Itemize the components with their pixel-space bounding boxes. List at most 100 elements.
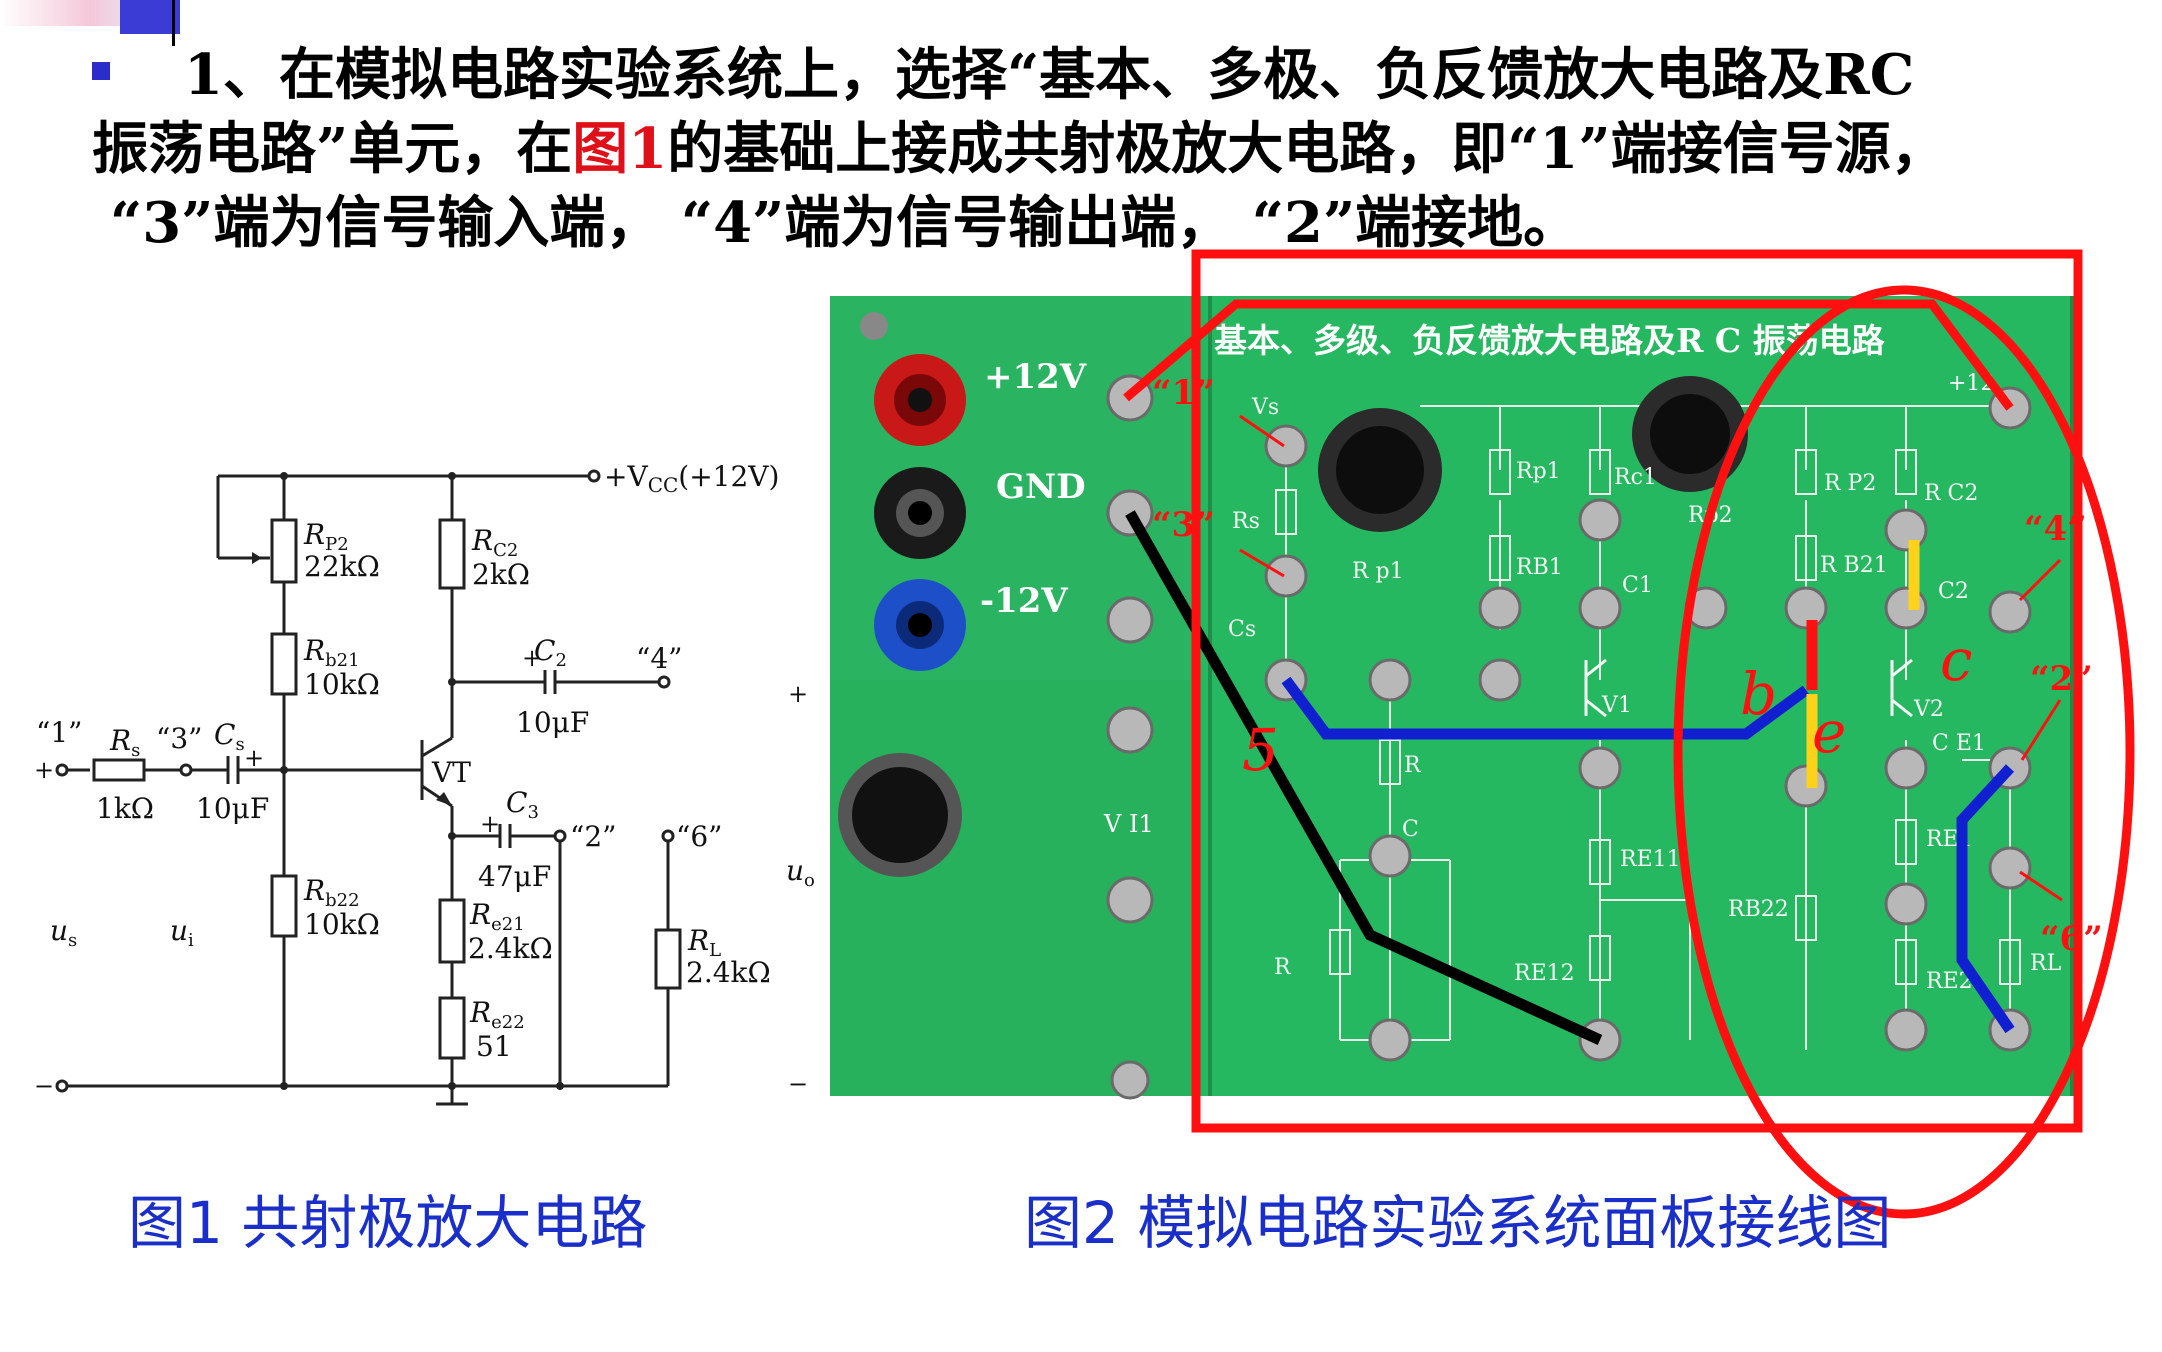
svg-text:-12V: -12V [980, 581, 1068, 621]
svg-text:−: − [34, 1072, 54, 1100]
figure-ref: 图1 [572, 116, 668, 182]
svg-text:Re22: Re22 [469, 996, 525, 1033]
svg-text:2.4kΩ: 2.4kΩ [686, 956, 771, 989]
resistor-rs [92, 758, 146, 782]
svg-text:R B21: R B21 [1820, 553, 1888, 578]
svg-text:Rc1: Rc1 [1614, 465, 1657, 490]
terminal-sockets [1106, 374, 2032, 1100]
svg-text:“3”: “3” [156, 722, 202, 755]
svg-text:10μF: 10μF [196, 792, 269, 825]
svg-text:10kΩ: 10kΩ [304, 908, 380, 941]
svg-text:V1: V1 [1601, 693, 1632, 718]
svg-text:RB1: RB1 [1516, 555, 1563, 580]
svg-text:1kΩ: 1kΩ [96, 792, 154, 825]
svg-text:C1: C1 [1622, 573, 1653, 598]
resistor-rc2 [438, 518, 466, 590]
wire-black [1125, 510, 1603, 1046]
svg-text:“4”: “4” [2024, 509, 2087, 549]
svg-text:2kΩ: 2kΩ [472, 558, 530, 591]
svg-text:“4”: “4” [636, 642, 682, 675]
svg-text:e: e [1812, 698, 1846, 766]
wire-blue-rl [1956, 764, 2015, 1034]
svg-text:“3”: “3” [1152, 505, 1215, 545]
svg-text:Rs: Rs [109, 724, 140, 761]
svg-text:RL: RL [2030, 951, 2062, 976]
resistor-rb21 [270, 632, 298, 696]
resistor-re22 [438, 996, 466, 1060]
svg-text:Rs: Rs [1232, 509, 1260, 534]
svg-text:22kΩ: 22kΩ [304, 550, 380, 583]
svg-text:Rp1: Rp1 [1516, 459, 1561, 484]
svg-text:b: b [1740, 660, 1777, 728]
annotation-top-line [1123, 299, 2014, 411]
svg-text:“1”: “1” [1152, 373, 1215, 413]
svg-text:V2: V2 [1913, 697, 1944, 722]
svg-text:C E1: C E1 [1932, 731, 1986, 756]
jack-blue [874, 579, 966, 671]
svg-text:“1”: “1” [36, 716, 82, 749]
svg-text:us: us [50, 914, 77, 951]
board-title: 基本、多级、负反馈放大电路及R C 振荡电路 [1214, 321, 1886, 360]
wire-blue-base [1281, 676, 1810, 740]
svg-text:C: C [1402, 817, 1419, 842]
resistor-rl [654, 928, 682, 990]
svg-text:R P2: R P2 [1824, 471, 1876, 496]
svg-text:10kΩ: 10kΩ [304, 668, 380, 701]
svg-text:c: c [1940, 626, 1972, 694]
svg-text:47μF: 47μF [478, 860, 551, 893]
svg-text:5: 5 [1242, 716, 1279, 784]
svg-text:+: + [522, 644, 542, 672]
vcc-label: +VCC(+12V) [604, 460, 779, 497]
svg-text:Re21: Re21 [469, 898, 525, 935]
svg-text:“6”: “6” [2040, 919, 2103, 959]
svg-text:“2”: “2” [2030, 659, 2093, 699]
slide-ornament [0, 0, 200, 46]
svg-text:C2: C2 [534, 634, 567, 671]
svg-text:ui: ui [170, 914, 194, 951]
svg-text:RC2: RC2 [471, 524, 518, 561]
resistor-re21 [438, 898, 466, 964]
svg-text:+: + [244, 744, 264, 772]
svg-text:RE12: RE12 [1514, 961, 1575, 986]
svg-text:−: − [788, 1070, 808, 1098]
svg-text:RP2: RP2 [303, 518, 349, 555]
svg-text:10μF: 10μF [516, 706, 589, 739]
resistor-rp2 [270, 518, 298, 584]
svg-text:Rb21: Rb21 [303, 634, 360, 671]
svg-text:R: R [1404, 753, 1422, 778]
svg-text:RB22: RB22 [1728, 897, 1789, 922]
annotation-rectangle [1191, 249, 2083, 1133]
svg-text:Vs: Vs [1251, 395, 1279, 420]
paragraph-line-1: 1、在模拟电路实验系统上，选择“基本、多极、负反馈放大电路及RC [92, 30, 1914, 111]
svg-text:Cs: Cs [1228, 617, 1256, 642]
svg-text:Cs: Cs [214, 718, 245, 755]
paragraph-line-2: 振荡电路”单元，在图1的基础上接成共射极放大电路，即“1”端接信号源， [92, 116, 1947, 182]
resistor-rb22 [270, 874, 298, 938]
annotation-ellipse [1673, 285, 2135, 1219]
svg-text:uo: uo [786, 854, 815, 891]
svg-text:2.4kΩ: 2.4kΩ [468, 932, 553, 965]
svg-text:+: + [34, 756, 54, 784]
svg-text:Rb22: Rb22 [303, 874, 360, 911]
svg-text:“2”: “2” [570, 820, 616, 853]
figure1-schematic: +VCC(+12V) RP2 22kΩ RC2 2kΩ Rb21 10kΩ Rb… [34, 460, 815, 1106]
svg-text:“6”: “6” [676, 820, 722, 853]
svg-text:+12V: +12V [984, 357, 1087, 397]
figure2-caption: 图2 模拟电路实验系统面板接线图 [1024, 1189, 1892, 1257]
svg-text:+: + [480, 810, 500, 838]
svg-text:GND: GND [996, 467, 1086, 507]
jack-red [874, 354, 966, 446]
big-knob [838, 753, 962, 877]
svg-text:RE11: RE11 [1620, 847, 1681, 872]
bullet-icon [92, 62, 110, 81]
svg-text:V I1: V I1 [1103, 810, 1154, 838]
svg-text:R p1: R p1 [1352, 559, 1404, 584]
paragraph-line-3: “3”端为信号输入端， “4”端为信号输出端， “2”端接地。 [110, 190, 1580, 256]
knob-rp2 [1632, 376, 1748, 492]
svg-text:R: R [1274, 955, 1292, 980]
figure2-board: +12V GND -12V V I1 基本、多级、负反馈放大电路及R C 振荡电… [830, 249, 2135, 1219]
svg-text:RL: RL [687, 924, 721, 961]
svg-text:51: 51 [476, 1030, 512, 1063]
svg-text:VT: VT [431, 756, 471, 789]
svg-text:+: + [788, 680, 808, 708]
